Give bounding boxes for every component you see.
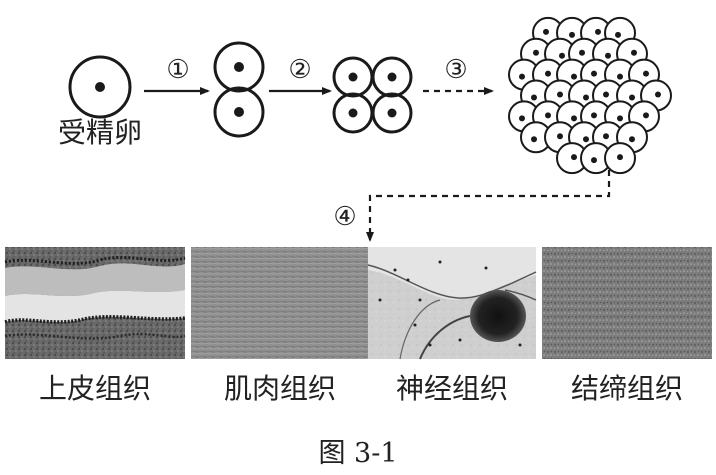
cell-nucleus bbox=[603, 133, 609, 139]
tissue-label-nervous: 神经组织 bbox=[396, 372, 508, 405]
step-2-label: ② bbox=[288, 55, 311, 85]
cell-nucleus bbox=[531, 95, 537, 101]
cell-nucleus bbox=[591, 157, 597, 163]
cell-nucleus bbox=[571, 115, 577, 121]
cell-nucleus bbox=[615, 32, 621, 38]
cell-nucleus bbox=[643, 112, 649, 118]
tissue-label-epithelial: 上皮组织 bbox=[39, 372, 151, 405]
cell-nucleus bbox=[583, 95, 589, 101]
figure-caption: 图 3-1 bbox=[318, 438, 397, 469]
cell-mass bbox=[509, 18, 671, 173]
cell-nucleus bbox=[531, 136, 537, 142]
cell-nucleus bbox=[603, 92, 609, 98]
step-4-label: ④ bbox=[333, 202, 356, 232]
cell-nucleus bbox=[629, 95, 635, 101]
cell-nucleus bbox=[557, 92, 563, 98]
cell-nucleus bbox=[519, 115, 525, 121]
four-cell-stage bbox=[334, 58, 411, 132]
tissue-label-muscle: 肌肉组织 bbox=[224, 372, 336, 405]
cell-nucleus bbox=[519, 74, 525, 80]
cell-nucleus bbox=[559, 53, 565, 59]
cell-nucleus bbox=[545, 71, 551, 77]
cell-nucleus bbox=[583, 136, 589, 142]
cell-nucleus bbox=[591, 71, 597, 77]
muscle-tissue-image bbox=[191, 247, 368, 359]
cell-nucleus bbox=[591, 112, 597, 118]
cell-nucleus bbox=[617, 74, 623, 80]
epithelial-tissue-image bbox=[5, 247, 185, 359]
cell-nucleus bbox=[631, 50, 637, 56]
cell-nucleus bbox=[579, 50, 585, 56]
cell-nucleus bbox=[569, 32, 575, 38]
cell-nucleus bbox=[643, 71, 649, 77]
cell-nucleus bbox=[629, 136, 635, 142]
cell-nucleus bbox=[571, 154, 577, 160]
cell-nucleus bbox=[571, 74, 577, 80]
cell-nucleus bbox=[655, 92, 661, 98]
connective-tissue-image bbox=[542, 247, 712, 359]
fertilized-egg bbox=[70, 57, 130, 117]
cell-nucleus bbox=[557, 133, 563, 139]
cell-nucleus bbox=[545, 112, 551, 118]
step-1-label: ① bbox=[166, 55, 189, 85]
cell-nucleus bbox=[617, 115, 623, 121]
tissue-label-connective: 结缔组织 bbox=[571, 372, 683, 405]
cell-nucleus bbox=[617, 154, 623, 160]
dashed-connector bbox=[370, 170, 609, 240]
cell-nucleus bbox=[543, 29, 549, 35]
two-cell-stage bbox=[215, 43, 263, 136]
cell-nucleus bbox=[595, 29, 601, 35]
cell-nucleus bbox=[533, 50, 539, 56]
cell-nucleus bbox=[605, 53, 611, 59]
fertilized-egg-label: 受精卵 bbox=[58, 116, 142, 149]
step-3-label: ③ bbox=[444, 55, 467, 85]
nervous-tissue-image bbox=[368, 247, 536, 359]
